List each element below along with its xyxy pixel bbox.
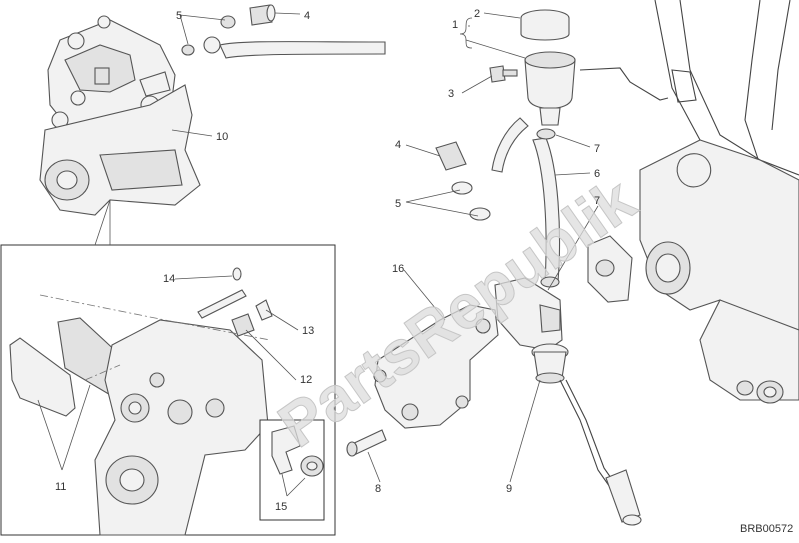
brake-fluid-reservoir <box>489 9 669 126</box>
callout-15: 15 <box>275 501 287 513</box>
callout-7-lower: 7 <box>594 195 600 207</box>
callout-5-lower: 5 <box>395 198 401 210</box>
leader-lines <box>37 12 599 497</box>
callout-3: 3 <box>448 88 454 100</box>
callout-8: 8 <box>375 483 381 495</box>
detail-inset <box>0 199 336 536</box>
rear-master-cylinder <box>494 235 642 526</box>
callout-10: 10 <box>216 131 228 143</box>
rear-brake-caliper-assembly <box>39 15 201 216</box>
diagram-code: BRB00572 <box>740 523 793 535</box>
motorcycle-frame <box>639 0 799 404</box>
callout-4-upper: 4 <box>304 10 310 22</box>
callout-5-upper: 5 <box>176 10 182 22</box>
callout-4-lower: 4 <box>395 139 401 151</box>
callout-13: 13 <box>302 325 314 337</box>
callout-1: 1 <box>452 19 458 31</box>
brake-hose-upper <box>181 4 386 59</box>
callout-12: 12 <box>300 374 312 386</box>
callout-16: 16 <box>392 263 404 275</box>
master-cylinder-bracket <box>346 304 499 457</box>
brake-hose-lower <box>435 117 561 288</box>
callout-6: 6 <box>594 168 600 180</box>
callout-9: 9 <box>506 483 512 495</box>
callout-7-upper: 7 <box>594 143 600 155</box>
callout-11: 11 <box>55 481 66 493</box>
callout-2: 2 <box>474 8 480 20</box>
callout-14: 14 <box>163 273 175 285</box>
